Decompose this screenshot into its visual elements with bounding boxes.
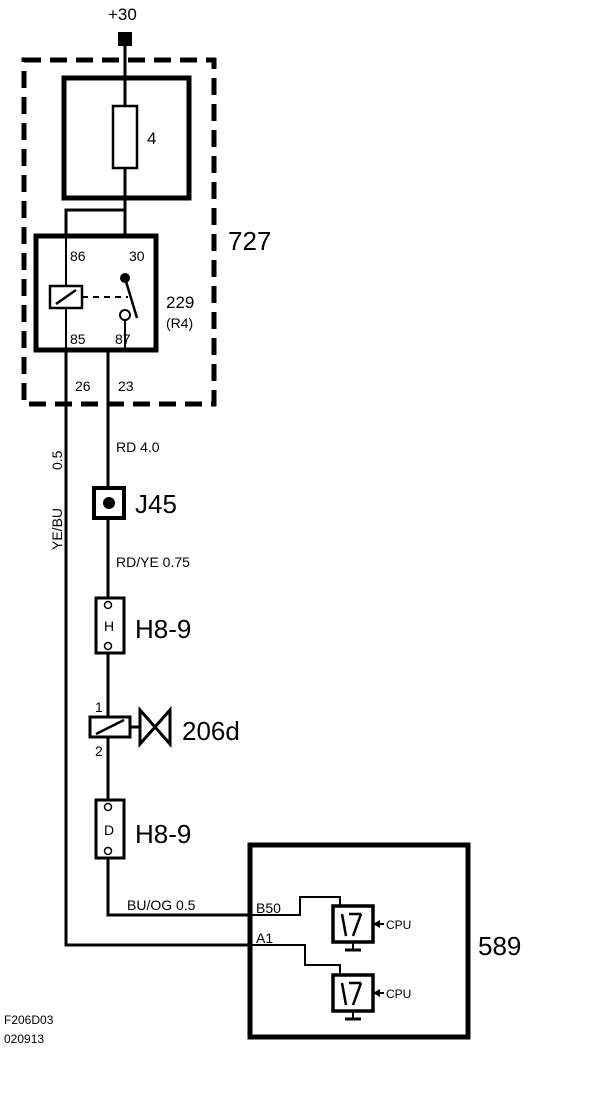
relay-coil-mark: [55, 288, 77, 306]
box-pin-26: 26: [75, 378, 91, 394]
bu-og-wire-label: BU/OG 0.5: [127, 897, 196, 913]
ye-bu-size-label: 0.5: [49, 450, 65, 470]
diagram-code: F206D03: [4, 1013, 54, 1027]
cpu-1-label: CPU: [386, 918, 411, 932]
relay-label: 229: [166, 293, 194, 312]
valve-pin-1: 1: [95, 699, 103, 715]
fuse: [111, 104, 139, 170]
relay-pin-85: 85: [70, 331, 86, 347]
connector-d-pin-bottom: [103, 846, 113, 856]
splice-dot: [103, 497, 115, 509]
ye-bu-wire: [64, 350, 250, 947]
driver-transistor-2: [331, 973, 375, 1013]
connector-h-pin-bottom: [103, 641, 113, 651]
relay-contact-87: [119, 309, 131, 321]
diagram-date: 020913: [4, 1032, 44, 1046]
pin-b50-label: B50: [256, 900, 281, 916]
driver-transistor-1: [331, 904, 375, 944]
valve-pin-2: 2: [95, 743, 103, 759]
driver-1-symbol: [340, 913, 348, 937]
control-unit-label: 589: [478, 931, 521, 961]
cpu-2-label: CPU: [386, 987, 411, 1001]
connector-d-label: H8-9: [135, 819, 191, 849]
supply-terminal: [118, 32, 132, 46]
relay-pin-30: 30: [129, 248, 145, 264]
connector-h-label: H8-9: [135, 614, 191, 644]
supply-label: +30: [108, 5, 137, 24]
relay-sublabel: (R4): [166, 315, 193, 331]
pin86-wire: [64, 208, 125, 236]
connector-h-letter: H: [104, 618, 114, 634]
valve-solenoid-mark: [95, 718, 125, 736]
valve-label: 206d: [182, 716, 240, 746]
relay-pin-86: 86: [70, 248, 86, 264]
rd-wire-label: RD 4.0: [116, 439, 160, 455]
cpu-1-arrow-icon: [373, 920, 380, 928]
ye-bu-color-label: YE/BU: [49, 508, 65, 550]
relay-pin-87: 87: [115, 331, 131, 347]
splice-label: J45: [135, 489, 177, 519]
a1-internal-wire: [250, 944, 341, 975]
connector-d-pin-top: [103, 802, 113, 812]
driver-2-symbol: [340, 982, 348, 1006]
valve-icon: [138, 706, 172, 748]
driver-1-symbol: [351, 913, 363, 937]
pin-a1-label: A1: [256, 930, 273, 946]
relay-box-outline: [21, 57, 217, 407]
box-pin-23: 23: [118, 378, 134, 394]
connector-h-pin-top: [103, 600, 113, 610]
connector-d-letter: D: [104, 822, 114, 838]
rd-ye-wire-label: RD/YE 0.75: [116, 554, 190, 570]
bu-og-wire: [106, 858, 250, 917]
relay-switch-arm: [123, 277, 139, 319]
b50-internal-wire: [250, 896, 341, 916]
relay-box-label: 727: [228, 226, 271, 256]
driver-2-symbol: [351, 982, 363, 1006]
cpu-2-arrow-icon: [373, 989, 380, 997]
fuse-number: 4: [147, 129, 156, 148]
